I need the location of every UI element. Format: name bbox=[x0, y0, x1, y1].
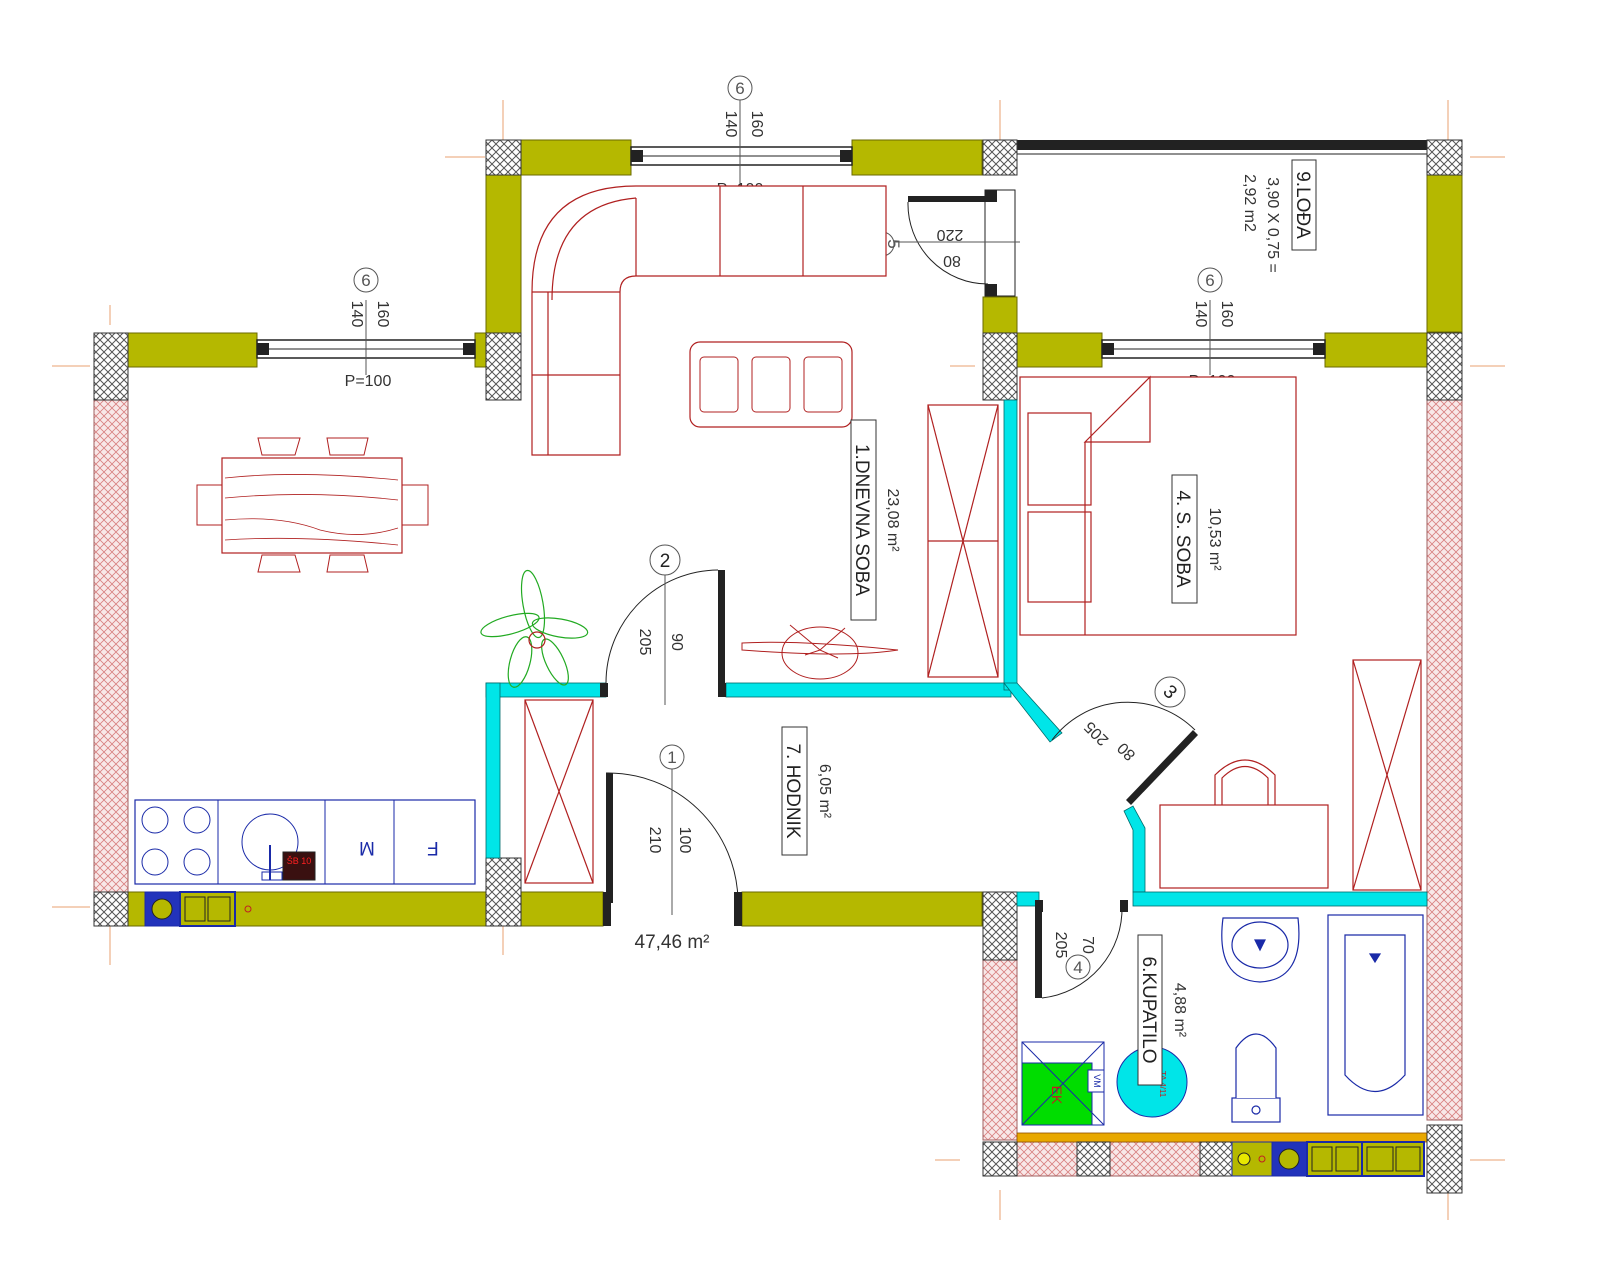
door-4: 4 205 70 bbox=[1035, 900, 1128, 999]
exterior-walls bbox=[126, 139, 1463, 927]
door-1-tag: 1 bbox=[667, 748, 676, 767]
sofa-l-shape bbox=[531, 185, 887, 456]
wardrobe-bedroom bbox=[1352, 659, 1422, 891]
kitchen-installations bbox=[144, 891, 252, 927]
bath-installations bbox=[1231, 1141, 1425, 1177]
door-4-height: 205 bbox=[1052, 932, 1069, 959]
window-top: 6 140 160 P=100 bbox=[630, 75, 853, 198]
loggia-area: 2,92 m2 bbox=[1241, 174, 1258, 232]
window-left-sill: P=100 bbox=[345, 373, 392, 390]
door-3: 3 205 80 bbox=[1051, 676, 1198, 805]
hall-area: 6,05 m² bbox=[816, 764, 833, 819]
door-2-tag: 2 bbox=[660, 551, 671, 572]
window-left: 6 140 160 P=100 bbox=[256, 267, 476, 390]
living-room-area: 23,08 m² bbox=[884, 488, 901, 552]
living-room-name: 1.DNEVNA SOBA bbox=[851, 444, 872, 596]
bedroom-name: 4. S. SOBA bbox=[1172, 490, 1193, 587]
plant bbox=[480, 569, 589, 688]
bedroom-area: 10,53 m² bbox=[1206, 507, 1223, 571]
bathroom-fixtures bbox=[1221, 914, 1424, 1123]
partition-walls bbox=[485, 399, 1428, 907]
door-5: 5 220 80 bbox=[869, 189, 1020, 297]
window-left-height: 160 bbox=[374, 301, 391, 328]
bathroom-area: 4,88 m² bbox=[1171, 983, 1188, 1038]
door-3-width: 80 bbox=[1114, 739, 1139, 764]
window-left-width: 140 bbox=[348, 301, 365, 328]
washing-machine-label: M bbox=[359, 837, 375, 858]
loggia-name: 9.LOĐA bbox=[1292, 171, 1313, 239]
door-2: 2 205 90 bbox=[600, 544, 726, 705]
room-label-loggia: 9.LOĐA 3,90 X 0,75 = 2,92 m2 bbox=[1241, 159, 1317, 273]
stove-label: ŠB 10 bbox=[287, 856, 312, 866]
room-label-living: 1.DNEVNA SOBA 23,08 m² bbox=[850, 419, 901, 621]
window-right-tag: 6 bbox=[1205, 271, 1214, 290]
door-5-height: 220 bbox=[937, 226, 964, 243]
door-5-tag: 5 bbox=[884, 239, 903, 248]
loggia-railing bbox=[1017, 140, 1427, 155]
room-label-bathroom: 6.KUPATILO 4,88 m² bbox=[1137, 934, 1188, 1086]
window-left-tag: 6 bbox=[361, 271, 370, 290]
door-1-width: 100 bbox=[676, 827, 693, 854]
wardrobe-hall bbox=[524, 699, 594, 884]
window-top-tag: 6 bbox=[735, 79, 744, 98]
fridge-label: F bbox=[427, 837, 439, 858]
door-5-width: 80 bbox=[943, 252, 961, 269]
boiler: EK VM bbox=[1021, 1041, 1105, 1126]
door-1: 1 210 100 bbox=[603, 744, 742, 926]
bed bbox=[1019, 375, 1297, 636]
bathroom-name: 6.KUPATILO bbox=[1138, 957, 1159, 1064]
window-right-width: 140 bbox=[1192, 301, 1209, 328]
door-2-height: 205 bbox=[636, 629, 653, 656]
wardrobe-living bbox=[927, 404, 999, 678]
meter-label: VM bbox=[1092, 1074, 1102, 1088]
side-table bbox=[741, 624, 899, 680]
window-top-height: 160 bbox=[748, 111, 765, 138]
hall-name: 7. HODNIK bbox=[782, 743, 803, 838]
total-area: 47,46 m² bbox=[635, 932, 710, 953]
boiler-label: EK bbox=[1049, 1086, 1065, 1105]
room-label-hall: 7. HODNIK 6,05 m² bbox=[781, 726, 833, 856]
columns bbox=[93, 139, 1463, 1194]
door-4-width: 70 bbox=[1079, 936, 1096, 954]
window-right: 6 140 160 P=100 bbox=[1101, 267, 1326, 390]
door-2-width: 90 bbox=[668, 633, 685, 651]
room-label-bedroom: 4. S. SOBA 10,53 m² bbox=[1171, 474, 1223, 604]
dining-table bbox=[196, 437, 429, 573]
loggia-size: 3,90 X 0,75 = bbox=[1264, 177, 1281, 273]
small-sofa bbox=[689, 341, 853, 428]
door-3-height: 205 bbox=[1081, 718, 1112, 749]
desk bbox=[1159, 759, 1329, 889]
door-4-tag: 4 bbox=[1073, 958, 1082, 977]
door-1-height: 210 bbox=[646, 827, 663, 854]
window-top-width: 140 bbox=[722, 111, 739, 138]
window-right-height: 160 bbox=[1218, 301, 1235, 328]
axis-marks bbox=[52, 100, 1505, 1220]
kitchen-counter: ŠB 10 M F bbox=[134, 799, 476, 885]
